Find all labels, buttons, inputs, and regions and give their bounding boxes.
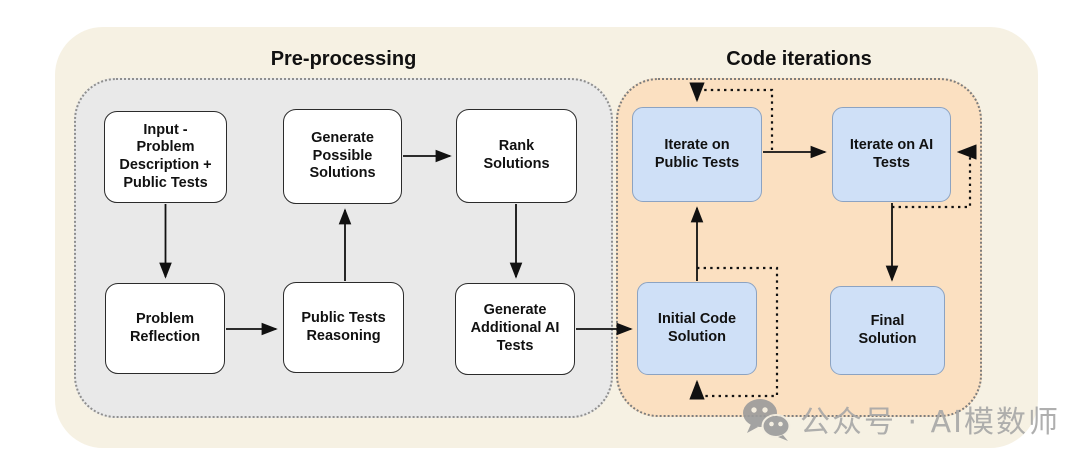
node-generate-possible-solutions: Generate Possible Solutions xyxy=(283,109,402,204)
node-input-problem-description: Input - Problem Description + Public Tes… xyxy=(104,111,227,203)
code-iterations-title: Code iterations xyxy=(726,48,872,70)
watermark: 公众号 · AI模数师 xyxy=(740,396,1060,442)
node-iterate-on-ai-tests: Iterate on AI Tests xyxy=(832,107,951,202)
preprocessing-title: Pre-processing xyxy=(270,48,417,70)
node-final-solution: Final Solution xyxy=(830,286,945,375)
node-rank-solutions: Rank Solutions xyxy=(456,109,577,203)
watermark-text: 公众号 · AI模数师 xyxy=(800,405,1060,440)
node-problem-reflection: Problem Reflection xyxy=(105,283,225,374)
node-generate-additional-ai-tests: Generate Additional AI Tests xyxy=(455,283,575,375)
node-initial-code-solution: Initial Code Solution xyxy=(637,282,757,375)
wechat-icon xyxy=(743,399,791,441)
node-iterate-on-public-tests: Iterate on Public Tests xyxy=(632,107,762,202)
node-public-tests-reasoning: Public Tests Reasoning xyxy=(283,282,404,373)
